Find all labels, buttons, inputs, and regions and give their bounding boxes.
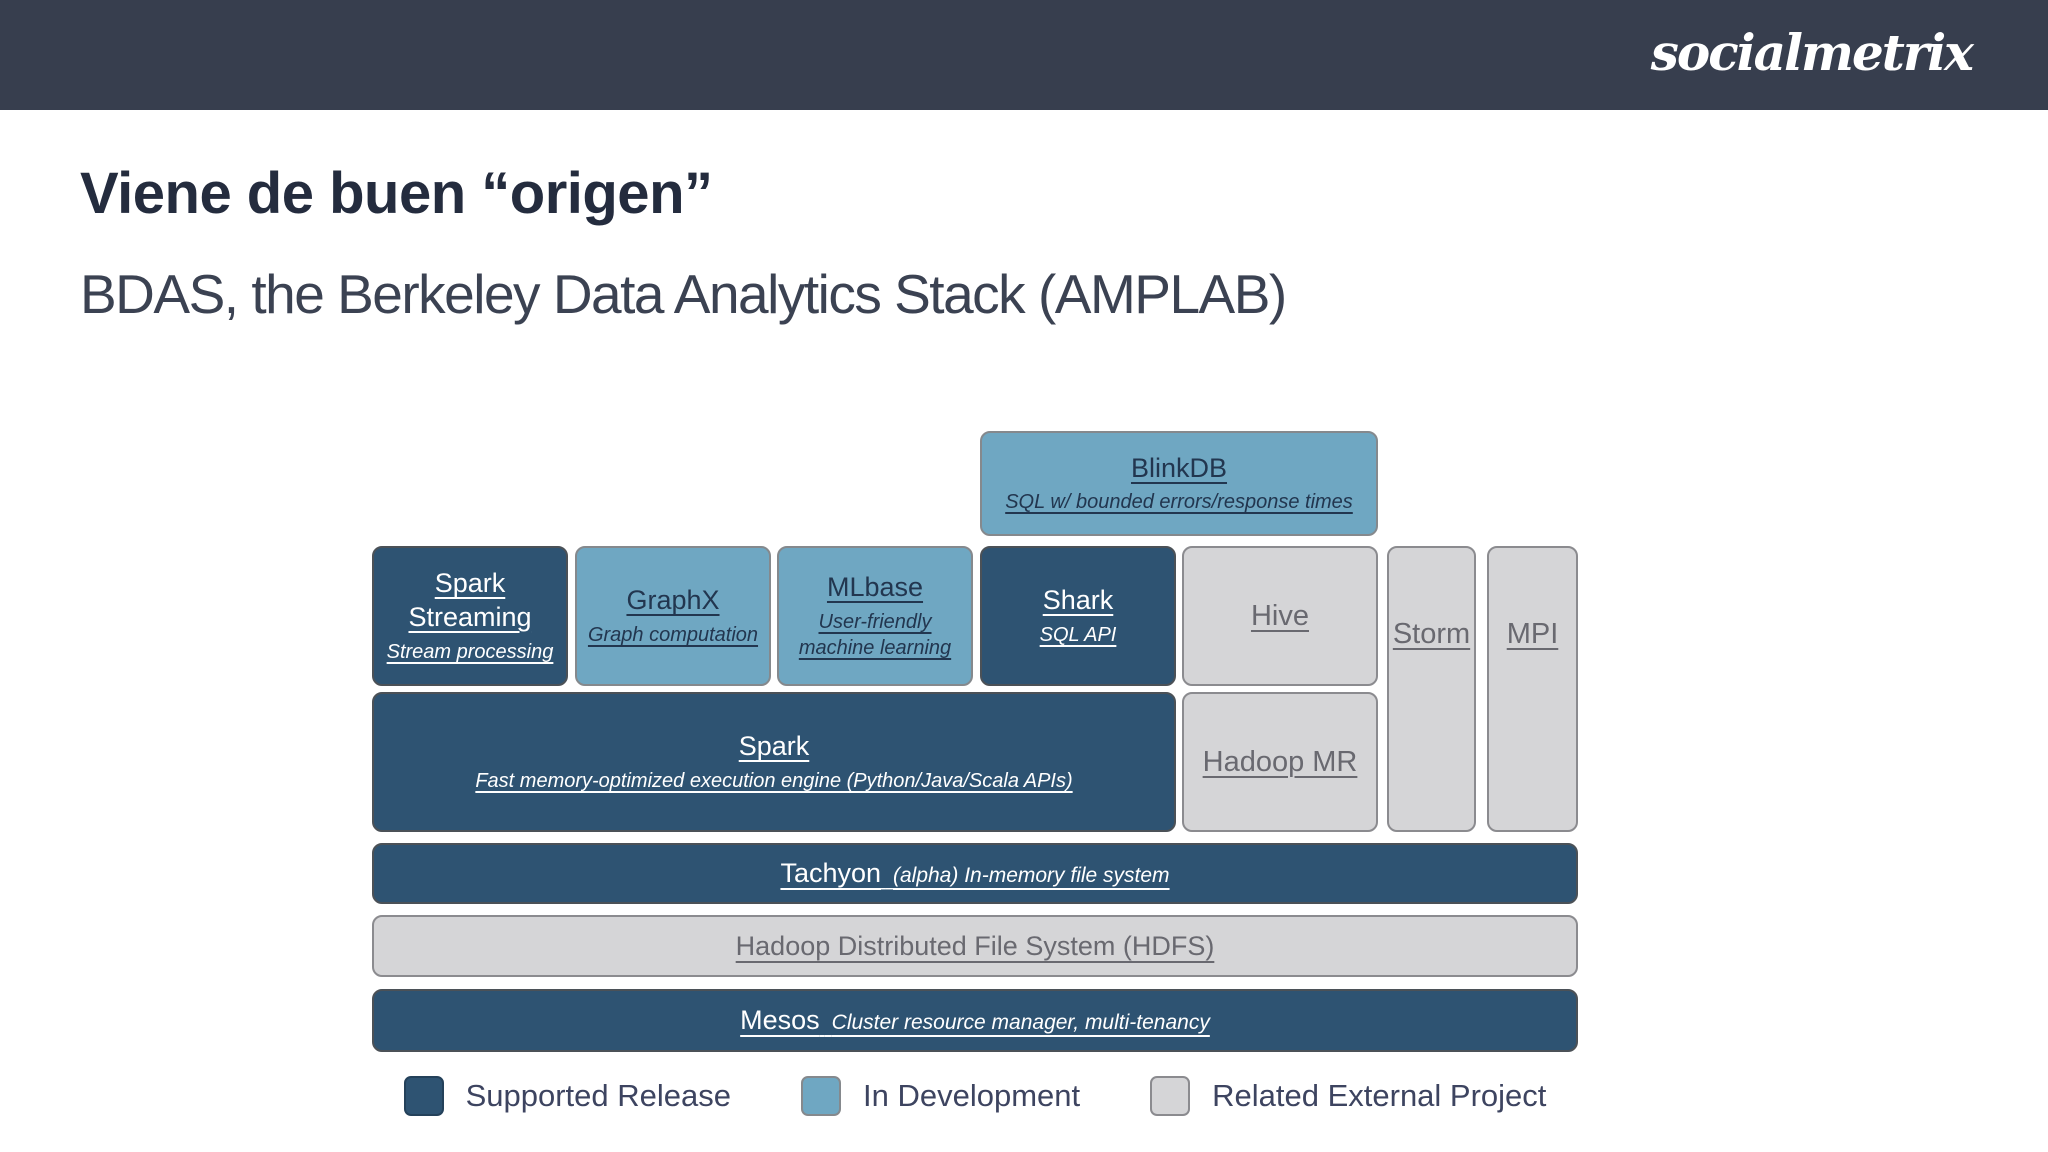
box-graphx: GraphX Graph computation	[575, 546, 771, 686]
box-title: Hadoop Distributed File System (HDFS)	[735, 930, 1215, 961]
box-title: Spark Streaming	[408, 568, 532, 632]
box-mpi: MPI	[1487, 546, 1578, 832]
in-development-swatch-icon	[801, 1076, 841, 1116]
spacer	[824, 1005, 832, 1035]
related-external-swatch-icon	[1150, 1076, 1191, 1116]
box-title: MLbase	[826, 572, 924, 603]
box-shark: Shark SQL API	[980, 546, 1176, 686]
box-hive: Hive	[1182, 546, 1378, 686]
box-subtitle: Graph computation	[587, 623, 759, 646]
legend-label: In Development	[863, 1078, 1081, 1113]
box-tachyon: Tachyon (alpha) In-memory file system	[372, 843, 1578, 904]
box-title: BlinkDB	[1130, 452, 1228, 483]
box-subtitle: User-friendly machine learning	[798, 610, 952, 659]
box-storm: Storm	[1387, 546, 1476, 832]
header-bar: socialmetrix	[0, 0, 2048, 110]
box-subtitle: SQL w/ bounded errors/response times	[1005, 491, 1353, 514]
box-title: GraphX	[626, 585, 720, 616]
box-spark: Spark Fast memory-optimized execution en…	[372, 692, 1176, 832]
box-title: Mesos	[740, 1005, 820, 1035]
legend-item-in-development: In Development	[801, 1076, 1080, 1116]
box-hadoop-mr: Hadoop MR	[1182, 692, 1378, 832]
spacer	[885, 858, 893, 888]
box-title: Storm	[1392, 618, 1471, 650]
supported-release-swatch-icon	[403, 1076, 444, 1116]
box-blinkdb: BlinkDB SQL w/ bounded errors/response t…	[980, 431, 1378, 536]
box-subtitle: SQL API	[1039, 623, 1117, 646]
box-hdfs: Hadoop Distributed File System (HDFS)	[372, 915, 1578, 977]
box-title: Hadoop MR	[1202, 745, 1358, 778]
box-subtitle: (alpha) In-memory file system	[892, 864, 1170, 887]
box-title: Tachyon	[780, 858, 882, 888]
box-spark-streaming: Spark Streaming Stream processing	[372, 546, 568, 686]
box-subtitle: Fast memory-optimized execution engine (…	[475, 769, 1073, 792]
box-subtitle: Stream processing	[386, 640, 554, 663]
box-title: Hive	[1250, 599, 1309, 632]
box-title: Shark	[1042, 585, 1114, 616]
box-subtitle: Cluster resource manager, multi-tenancy	[831, 1011, 1210, 1034]
legend-label: Supported Release	[465, 1078, 731, 1113]
legend-item-supported-release: Supported Release	[403, 1076, 731, 1116]
page-title: Viene de buen “origen”	[80, 161, 713, 226]
legend-label: Related External Project	[1212, 1078, 1547, 1113]
legend: Supported Release In Development Related…	[372, 1076, 1578, 1116]
box-mesos: Mesos Cluster resource manager, multi-te…	[372, 989, 1578, 1052]
box-mlbase: MLbase User-friendly machine learning	[777, 546, 973, 686]
page-subtitle: BDAS, the Berkeley Data Analytics Stack …	[80, 263, 1287, 325]
box-title: MPI	[1506, 618, 1559, 650]
brand-logo: socialmetrix	[1650, 23, 1974, 83]
box-title: Spark	[738, 731, 810, 762]
legend-item-related-external: Related External Project	[1150, 1076, 1546, 1116]
